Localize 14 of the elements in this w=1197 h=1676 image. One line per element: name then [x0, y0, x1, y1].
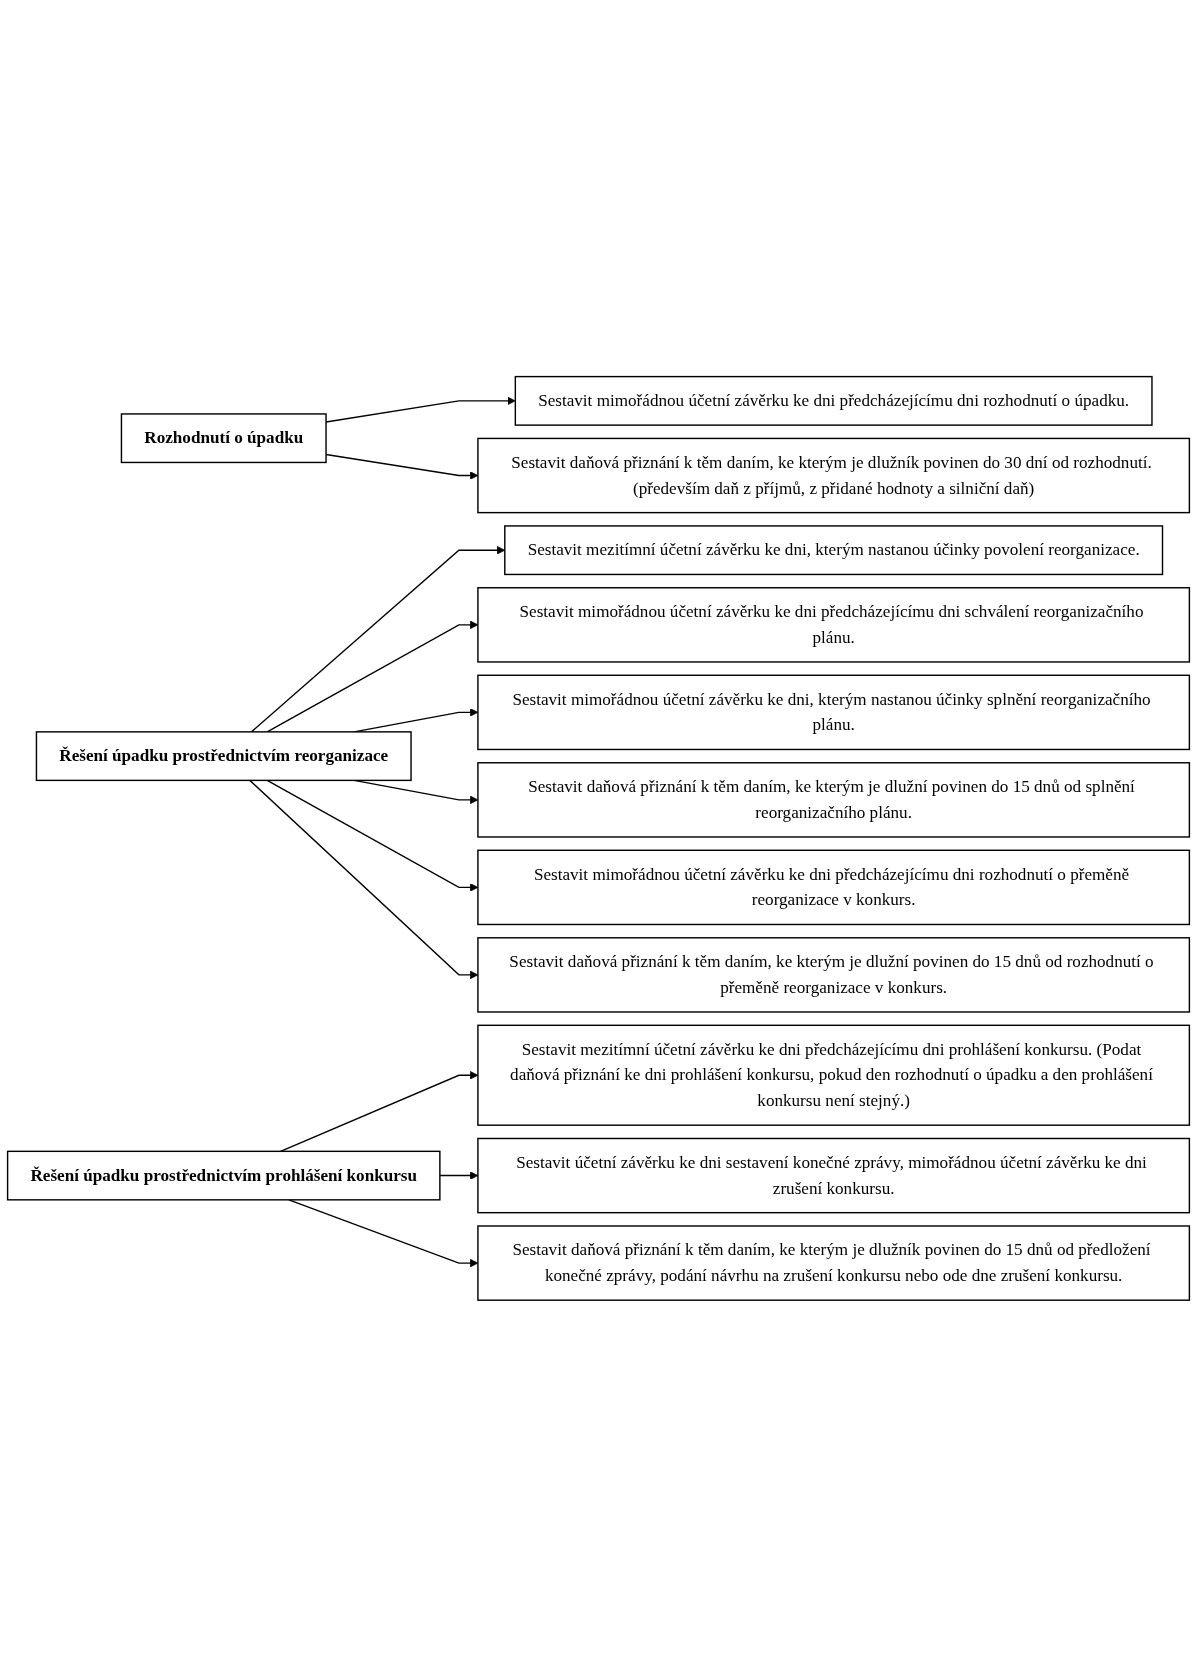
node-box: Sestavit daňová přiznání k těm daním, ke kterým je dlužník povinen do 15 dnů od předložení konečné zprávy, podání návrhu na zrušení konkursu nebo ode dne zrušení konkursu.	[477, 1224, 1191, 1301]
node-box: Sestavit mimořádnou účetní závěrku ke dni předcházejícímu dni rozhodnutí o úpadku.	[514, 375, 1153, 426]
node-box: Sestavit mimořádnou účetní závěrku ke dni předcházejícímu dni schválení reorganizačního plánu.	[477, 586, 1191, 663]
node-box: Sestavit daňová přiznání k těm daním, ke kterým je dlužní povinen do 15 dnů od splnění reorganizačního plánu.	[477, 761, 1191, 838]
node-box: Řešení úpadku prostřednictvím reorganizace	[35, 730, 412, 781]
node-box: Sestavit mezitímní účetní závěrku ke dni, kterým nastanou účinky povolení reorganizace.	[504, 524, 1164, 575]
node-box: Sestavit mezitímní účetní závěrku ke dni předcházejícímu dni prohlášení konkursu. (Podat daňová přiznání ke dni prohlášení konkursu, pokud den rozhodnutí o úpadku a den prohlášení konkursu není stejný.)	[477, 1024, 1191, 1126]
node-box: Řešení úpadku prostřednictvím prohlášení konkursu	[6, 1150, 441, 1201]
node-box: Rozhodnutí o úpadku	[120, 412, 327, 463]
node-box: Sestavit daňová přiznání k těm daním, ke kterým je dlužní povinen do 15 dnů od rozhodnutí o přeměně reorganizace v konkurs.	[477, 936, 1191, 1013]
node-box: Sestavit mimořádnou účetní závěrku ke dni předcházejícímu dni rozhodnutí o přeměně reorganizace v konkurs.	[477, 849, 1191, 925]
node-box: Sestavit mimořádnou účetní závěrku ke dni, kterým nastanou účinky splnění reorganizačního plánu.	[477, 674, 1191, 750]
node-box: Sestavit daňová přiznání k těm daním, ke kterým je dlužník povinen do 30 dní od rozhodnutí. (především daň z příjmů, z přidané hodnoty a silniční daň)	[477, 437, 1191, 513]
node-box: Sestavit účetní závěrku ke dni sestavení konečné zprávy, mimořádnou účetní závěrku ke dni zrušení konkursu.	[477, 1137, 1191, 1213]
